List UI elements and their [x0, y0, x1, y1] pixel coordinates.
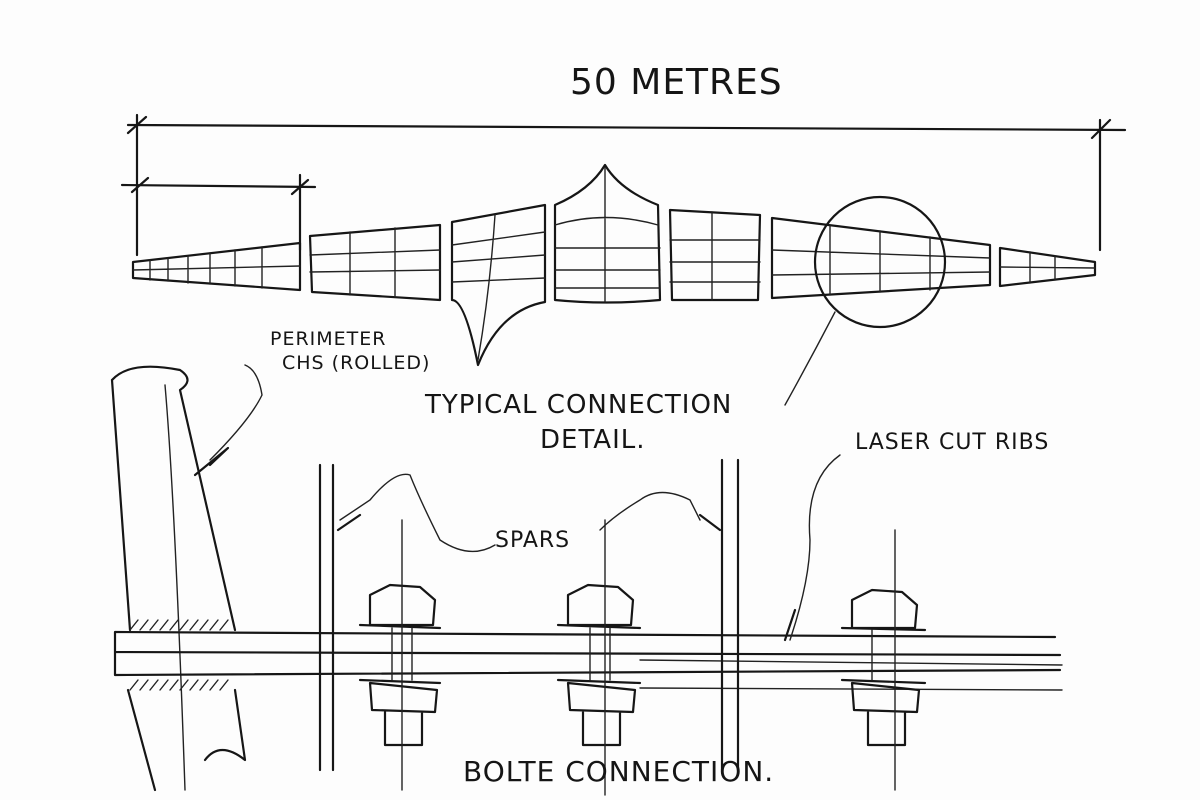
detail-label: DETAIL. [540, 425, 646, 455]
bolt [840, 529, 927, 791]
bolt [556, 519, 642, 796]
rib-plates [113, 630, 1063, 691]
dimension-50m [126, 113, 1127, 257]
chs-rolled-label: CHS (ROLLED) [282, 352, 431, 374]
laser-cut-ribs-label: LASER CUT RIBS [855, 430, 1050, 455]
spars-label: SPARS [495, 528, 571, 553]
span-dimension-label: 50 METRES [570, 62, 783, 103]
dimension-module [120, 173, 317, 252]
spars [318, 454, 841, 772]
bolted-connection-label: BOLTE CONNECTION. [463, 755, 775, 788]
bolt [358, 519, 442, 791]
perimeter-label: PERIMETER [270, 328, 387, 350]
typical-connection-label: TYPICAL CONNECTION [425, 390, 733, 420]
bolts [358, 519, 927, 796]
wing-elevation [131, 163, 1097, 406]
chs-tube [110, 364, 263, 792]
